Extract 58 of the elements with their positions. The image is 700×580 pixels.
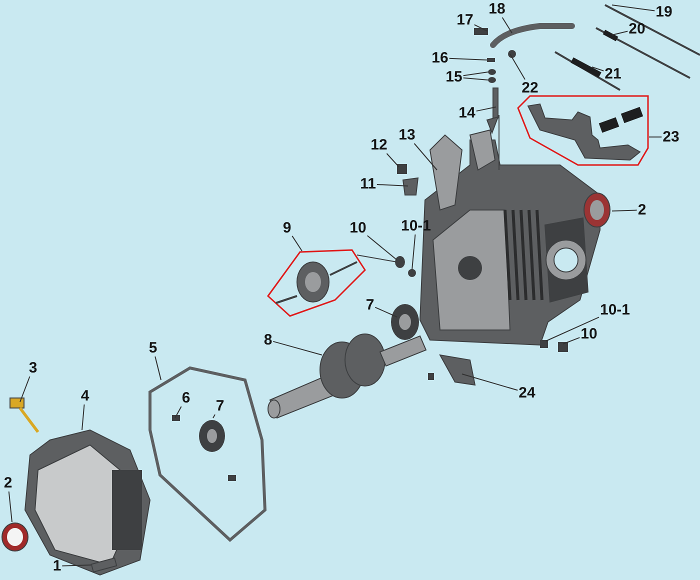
callout-number: 22 xyxy=(520,80,540,96)
leader-line xyxy=(366,235,398,260)
leader-line xyxy=(386,153,400,168)
callout-number: 16 xyxy=(430,50,450,66)
leader-line xyxy=(462,72,488,76)
leader-line xyxy=(648,136,662,138)
callout-number: 21 xyxy=(604,66,622,82)
leader-line xyxy=(174,406,182,418)
leader-line xyxy=(476,106,496,112)
callout-number: 10 xyxy=(348,220,368,236)
callout-number: 7 xyxy=(214,398,226,414)
callout-number: 14 xyxy=(458,104,476,122)
leader-line xyxy=(376,184,408,186)
leader-line xyxy=(272,340,322,356)
leader-line xyxy=(414,143,438,170)
callout-number: 3 xyxy=(28,360,38,376)
leader-line xyxy=(562,337,580,344)
leader-line xyxy=(374,306,398,318)
leader-line xyxy=(462,77,488,80)
callout-number: 18 xyxy=(488,0,506,18)
callout-number: 19 xyxy=(654,4,674,20)
leader-line xyxy=(546,316,600,342)
callout-number: 9 xyxy=(282,220,292,236)
leader-line xyxy=(20,376,30,402)
leader-line xyxy=(502,17,512,34)
leader-line xyxy=(412,234,416,270)
leader-line xyxy=(448,58,488,60)
leader-line xyxy=(154,356,162,380)
leader-line xyxy=(8,491,12,522)
callout-number: 2 xyxy=(636,202,648,218)
callout-number: 8 xyxy=(262,332,274,348)
leader-line xyxy=(62,564,92,566)
callout-number: 5 xyxy=(148,340,158,356)
callout-number: 2 xyxy=(2,474,14,492)
leader-line xyxy=(292,235,302,252)
leader-line xyxy=(612,30,628,36)
leader-line xyxy=(474,24,488,32)
callout-number: 17 xyxy=(456,12,474,28)
callout-number: 6 xyxy=(180,390,192,406)
callout-number: 20 xyxy=(628,20,646,38)
callout-number: 12 xyxy=(370,136,388,154)
leader-line xyxy=(82,404,85,430)
callout-number: 13 xyxy=(398,126,416,144)
callout-number: 24 xyxy=(518,384,536,402)
leader-line xyxy=(592,66,604,72)
callout-number: 1 xyxy=(52,558,62,574)
callout-number: 7 xyxy=(364,296,376,314)
callout-number: 4 xyxy=(80,388,90,404)
callout-number: 11 xyxy=(359,176,377,192)
callout-number: 23 xyxy=(662,128,680,146)
leader-line xyxy=(510,54,526,80)
leader-line xyxy=(212,414,216,418)
leader-line xyxy=(462,374,518,391)
callout-number: 10 xyxy=(580,326,598,342)
callout-number: 15 xyxy=(444,68,464,86)
leader-line xyxy=(612,4,656,12)
leader-line xyxy=(612,210,638,212)
callout-number: 10-1 xyxy=(598,302,632,318)
